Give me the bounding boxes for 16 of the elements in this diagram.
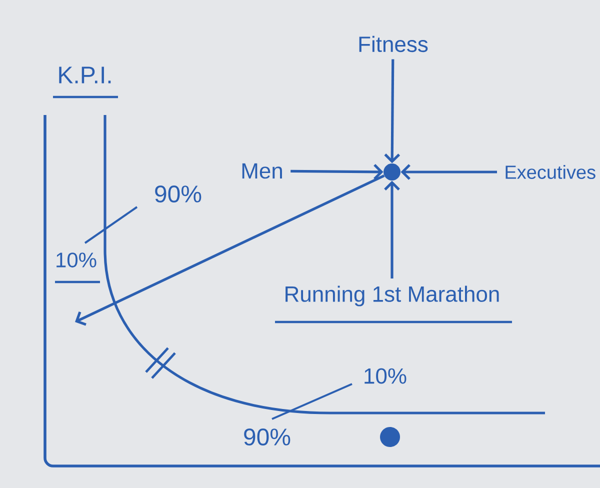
text-label: Executives (506, 165, 596, 179)
percent-label: 90% (244, 428, 290, 446)
underlined-label: Running 1st Marathon (275, 286, 512, 324)
dot (380, 427, 400, 447)
axis-title: K.P.I. (53, 66, 118, 98)
percent-label: 90% (155, 186, 202, 202)
text-label: Fitness (359, 36, 428, 52)
percent-label: 10% (364, 368, 406, 384)
arrow (384, 59, 400, 164)
dot (384, 164, 400, 180)
arrow (384, 180, 400, 279)
arrow (290, 164, 384, 180)
arrow (75, 174, 385, 326)
arrow (400, 164, 497, 180)
text-label: Men (242, 163, 282, 179)
underlined-label: 10% (55, 252, 100, 284)
